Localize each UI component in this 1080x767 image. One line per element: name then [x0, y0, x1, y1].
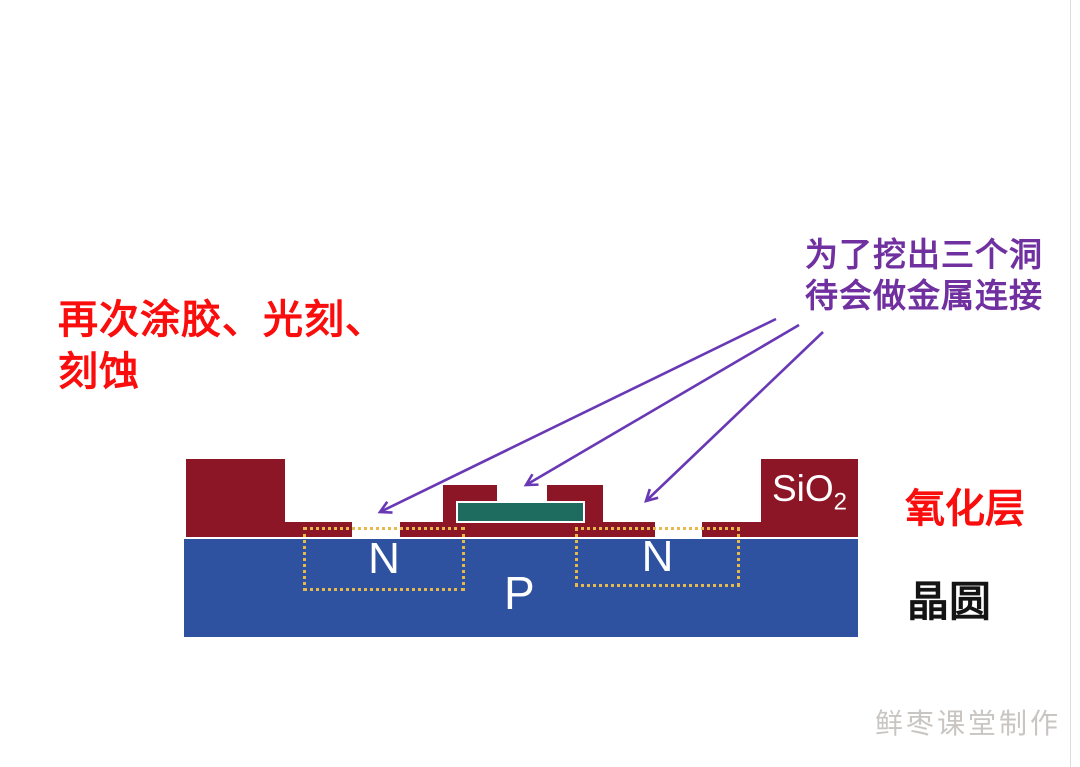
watermark: 鲜枣课堂制作 — [875, 708, 1062, 739]
annotation-line-2: 待会做金属连接 — [805, 277, 1043, 314]
wafer-substrate — [184, 539, 858, 637]
gate-oxide-base — [458, 523, 583, 537]
headline-line-1: 再次涂胶、光刻、 — [58, 298, 386, 342]
gate-electrode — [456, 501, 585, 523]
n-region-right-label: N — [641, 532, 674, 581]
n-region-right-outline: N — [575, 527, 740, 587]
gate-oxide-cap-left — [443, 485, 497, 501]
slide-right-edge — [1070, 0, 1071, 767]
gate-oxide-cap-right — [547, 485, 603, 501]
arrow-to-gate-hole — [523, 323, 800, 487]
n-region-left-outline: N — [303, 527, 465, 591]
sio2-label-subscript: 2 — [833, 488, 848, 516]
sio2-label-main: SiO — [771, 468, 834, 509]
oxide-block-left — [186, 459, 285, 537]
wafer-label: 晶圆 — [907, 578, 992, 625]
sio2-label: SiO2 — [761, 468, 858, 516]
holes-annotation: 为了挖出三个洞 待会做金属连接 — [805, 234, 1043, 316]
annotation-line-1: 为了挖出三个洞 — [805, 236, 1043, 273]
p-region-label: P — [504, 567, 535, 619]
process-step-label: 再次涂胶、光刻、 刻蚀 — [58, 294, 386, 398]
n-region-left-label: N — [368, 534, 400, 583]
oxide-layer-label: 氧化层 — [905, 487, 1025, 531]
headline-line-2: 刻蚀 — [58, 350, 140, 394]
arrow-to-left-hole — [377, 317, 777, 514]
